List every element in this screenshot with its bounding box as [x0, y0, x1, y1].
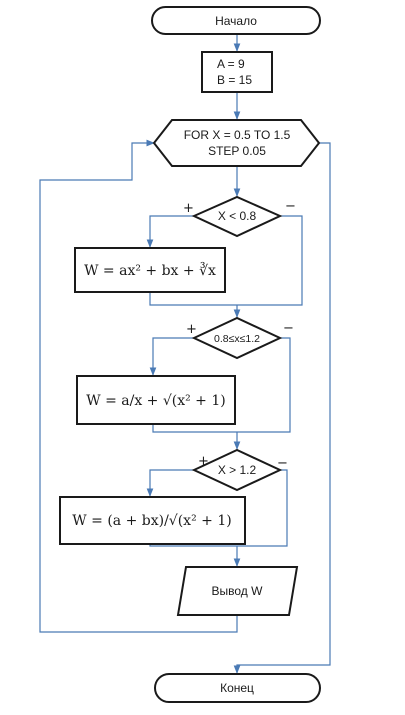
loop-line-1: FOR X = 0.5 TO 1.5 [184, 128, 291, 142]
condition-2: 0.8≤x≤1.2 + − [186, 316, 294, 360]
output-block: Вывод W [176, 566, 299, 616]
condition-1-yes: + [183, 201, 194, 216]
end-label: Конец [220, 681, 254, 695]
condition-2-no: − [283, 321, 294, 336]
arrow-loop-exit [233, 142, 331, 674]
start-terminal: Начало [151, 6, 321, 35]
condition-2-text: 0.8≤x≤1.2 [214, 333, 260, 345]
arrow-cond2-no [237, 337, 291, 433]
formula-1: W = ax² + bx + ∛x [84, 262, 216, 279]
loop-block: FOR X = 0.5 TO 1.5 STEP 0.05 [152, 119, 321, 167]
condition-1-text: X < 0.8 [218, 209, 257, 223]
condition-3: X > 1.2 + − [191, 448, 288, 492]
formula-2-block: W = a/x + √(x² + 1) [76, 375, 236, 425]
formula-1-block: W = ax² + bx + ∛x [74, 247, 226, 293]
init-block: A = 9 B = 15 [201, 51, 273, 93]
condition-3-text: X > 1.2 [218, 463, 257, 477]
condition-2-yes: + [186, 322, 197, 337]
condition-1: X < 0.8 + − [183, 195, 296, 238]
start-label: Начало [215, 14, 257, 28]
line-formula1-merge [149, 292, 237, 306]
end-terminal: Конец [154, 673, 321, 703]
condition-3-no: − [277, 456, 288, 471]
arrow-cond1-no [237, 215, 303, 306]
init-line-a: A = 9 [217, 57, 245, 71]
arrow-loop-back [39, 139, 238, 633]
formula-3-block: W = (a + bx)/√(x² + 1) [59, 496, 246, 545]
connector-lines [39, 34, 331, 674]
condition-1-no: − [285, 199, 296, 214]
formula-2: W = a/x + √(x² + 1) [86, 393, 226, 409]
line-formula2-merge [152, 424, 237, 433]
formula-3: W = (a + bx)/√(x² + 1) [72, 513, 231, 529]
condition-3-yes: + [198, 454, 209, 469]
arrow-cond2-yes [149, 337, 194, 376]
arrow-cond1-yes [146, 215, 194, 248]
arrow-cond3-no [237, 469, 288, 547]
arrow-cond3-yes [146, 469, 194, 497]
loop-line-2: STEP 0.05 [208, 144, 266, 158]
output-label: Вывод W [212, 584, 264, 598]
init-line-b: B = 15 [217, 73, 252, 87]
